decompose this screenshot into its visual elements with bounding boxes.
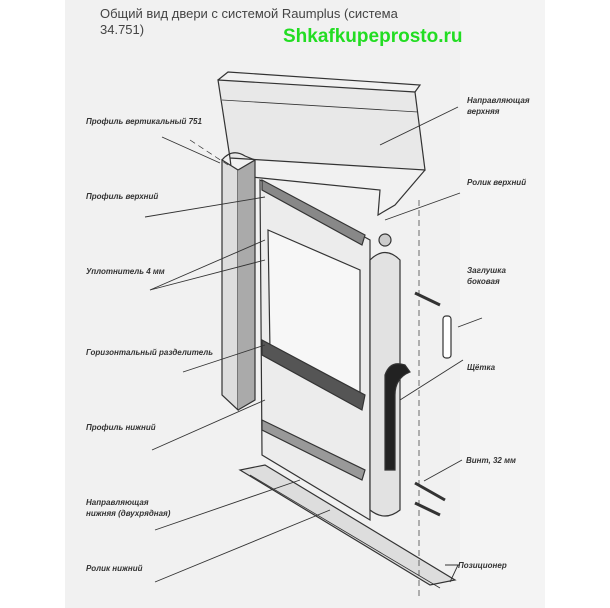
label-bottom-guide: Направляющая нижняя (двухрядная) (86, 498, 171, 518)
label-positioner: Позиционер (458, 561, 507, 570)
vertical-profile-left (221, 152, 256, 412)
label-screw: Винт, 32 мм (466, 456, 516, 465)
leader-lines (144, 106, 483, 583)
diagram-background-right (460, 0, 545, 608)
label-bottom-profile: Профиль нижний (86, 423, 156, 432)
label-seal: Уплотнитель 4 мм (86, 267, 165, 276)
label-vertical-profile: Профиль вертикальный 751 (86, 117, 202, 126)
screws (414, 291, 446, 517)
label-top-guide: Направляющая верхняя (467, 96, 530, 116)
label-side-cap: Заглушка боковая (467, 266, 506, 286)
label-horizontal-divider: Горизонтальный разделитель (86, 348, 213, 357)
door-panel (259, 178, 371, 522)
diagram-title: Общий вид двери с системой Raumplus (сис… (100, 6, 398, 37)
label-brush: Щётка (467, 363, 496, 372)
top-rail (217, 71, 426, 217)
label-bottom-roller: Ролик нижний (86, 564, 143, 573)
vertical-profile-right (369, 233, 411, 517)
label-top-roller: Ролик верхний (467, 178, 527, 187)
brand-watermark: Shkafkupeprosto.ru (283, 26, 463, 47)
side-cap (442, 315, 452, 359)
bottom-rail (238, 464, 457, 589)
label-top-profile: Профиль верхний (86, 192, 159, 201)
